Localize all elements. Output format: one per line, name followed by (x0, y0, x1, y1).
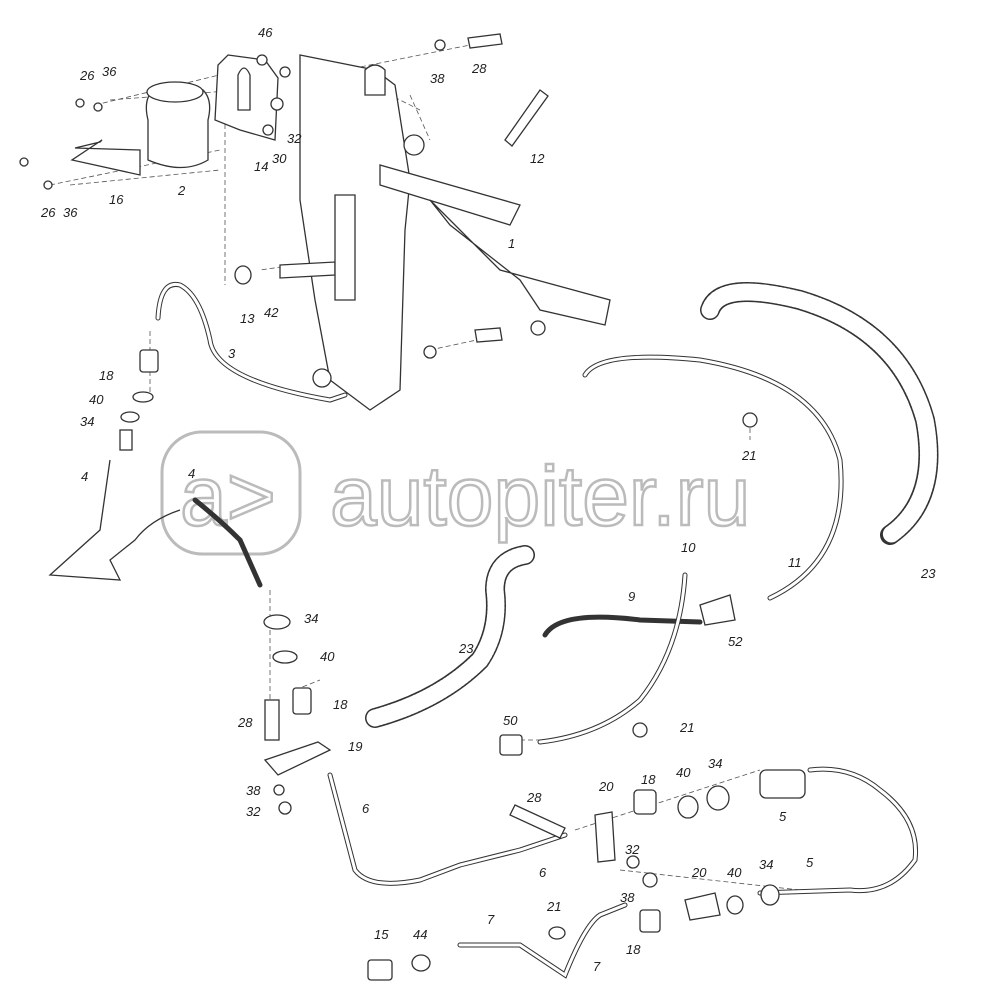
callout: 5 (806, 855, 814, 870)
callout: 12 (530, 151, 545, 166)
callout: 28 (526, 790, 542, 805)
callout: 32 (287, 131, 302, 146)
callout: 32 (246, 804, 261, 819)
hose-23-left (365, 545, 535, 728)
watermark: a> autopiter.ru (160, 430, 752, 556)
callout: 28 (237, 715, 253, 730)
callout: 28 (471, 61, 487, 76)
callout: 11 (788, 555, 802, 570)
callout: 4 (81, 469, 88, 484)
callout: 38 (430, 71, 445, 86)
callout: 34 (80, 414, 94, 429)
callout: 9 (628, 589, 635, 604)
callout: 19 (348, 739, 362, 754)
watermark-text: autopiter.ru (330, 449, 750, 543)
callout: 7 (593, 959, 601, 974)
callout: 2 (177, 183, 186, 198)
callout: 34 (304, 611, 318, 626)
callout: 26 (79, 68, 95, 83)
callout: 36 (63, 205, 78, 220)
callout: 18 (99, 368, 114, 383)
callout: 23 (920, 566, 936, 581)
callout: 40 (320, 649, 335, 664)
callout: 10 (681, 540, 696, 555)
callout: 6 (539, 865, 547, 880)
callout: 30 (272, 151, 287, 166)
callout: 14 (254, 159, 268, 174)
callout: 52 (728, 634, 743, 649)
pedal-bracket (234, 54, 611, 411)
reservoir-assembly (19, 33, 503, 190)
callout: 44 (413, 927, 427, 942)
callout: 34 (759, 857, 773, 872)
callout: 40 (676, 765, 691, 780)
callout: 26 (40, 205, 56, 220)
callout: 1 (508, 236, 515, 251)
callout: 4 (188, 466, 195, 481)
fittings (119, 349, 806, 981)
callout: 3 (228, 346, 236, 361)
callout: 23 (458, 641, 474, 656)
callout: 34 (708, 756, 722, 771)
callout: 13 (240, 311, 255, 326)
callout: 40 (89, 392, 104, 407)
callout: 15 (374, 927, 389, 942)
callout: 42 (264, 305, 279, 320)
callout: 32 (625, 842, 640, 857)
callout: 18 (333, 697, 348, 712)
callout: 5 (779, 809, 787, 824)
pipes (48, 281, 919, 979)
callout: 21 (741, 448, 756, 463)
callout: 21 (679, 720, 694, 735)
callout: 16 (109, 192, 124, 207)
callout: 38 (620, 890, 635, 905)
callout: 36 (102, 64, 117, 79)
callout: 20 (598, 779, 614, 794)
callout: 40 (727, 865, 742, 880)
callout: 18 (641, 772, 656, 787)
callout: 18 (626, 942, 641, 957)
callout: 46 (258, 25, 273, 40)
hose-23-right (700, 282, 939, 545)
callout: 21 (546, 899, 561, 914)
callout-labels: 46 26 36 38 28 32 30 14 12 2 16 26 36 1 … (40, 25, 936, 974)
callout: 7 (487, 912, 495, 927)
callout: 6 (362, 801, 370, 816)
callout: 20 (691, 865, 707, 880)
callout: 38 (246, 783, 261, 798)
callout: 50 (503, 713, 518, 728)
